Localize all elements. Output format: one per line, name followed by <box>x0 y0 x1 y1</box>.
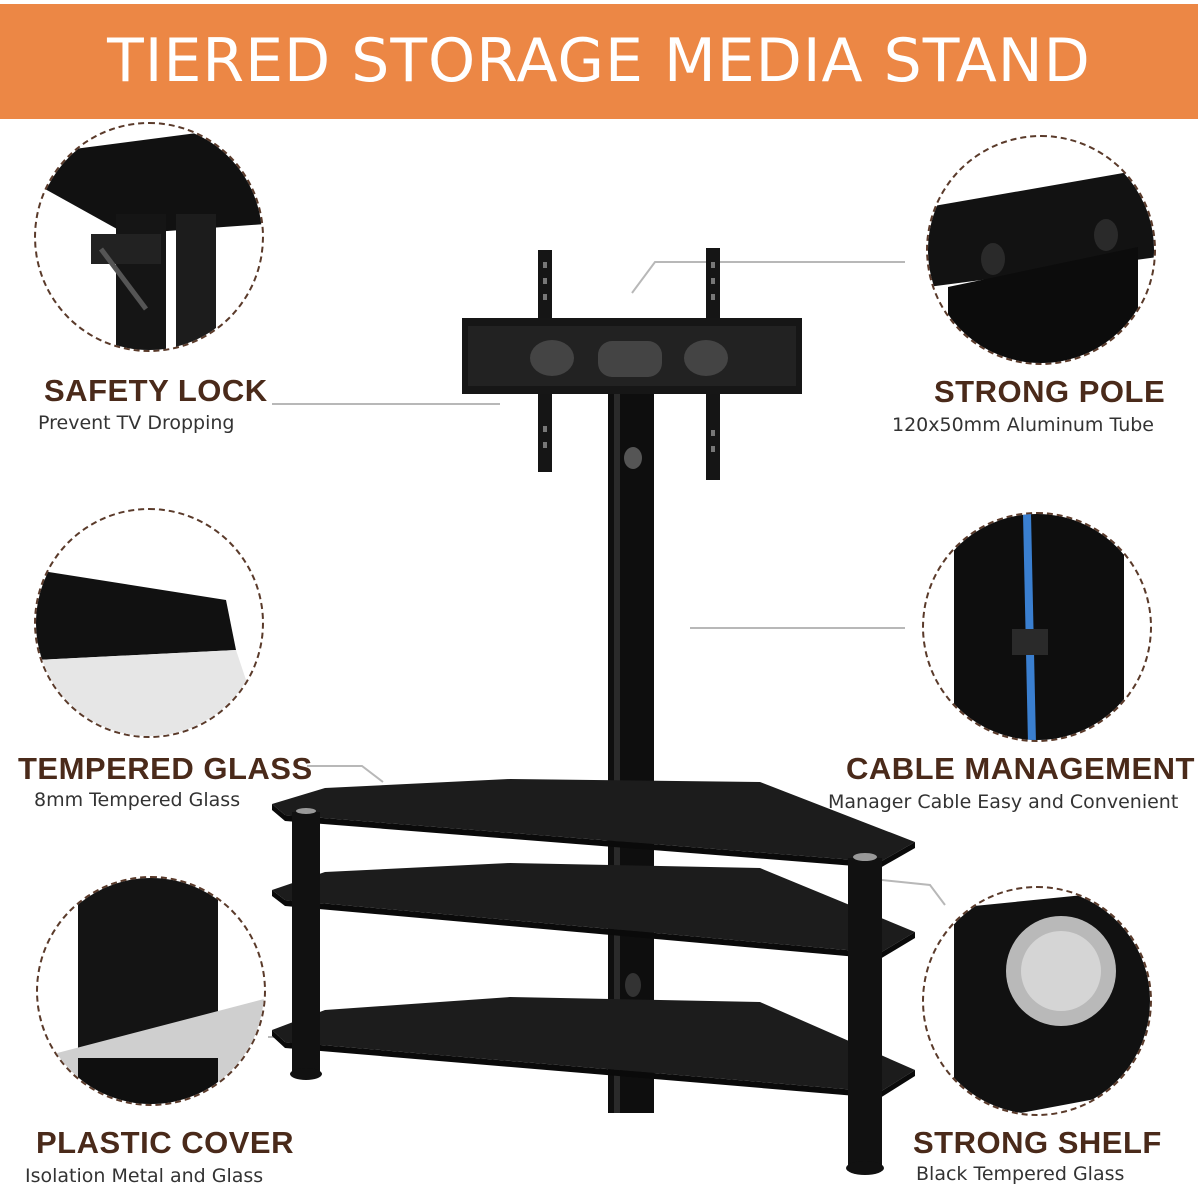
tempered-glass-detail-circle <box>34 508 264 738</box>
plastic-cover-title: PLASTIC COVER <box>36 1125 294 1160</box>
tempered-glass-title: TEMPERED GLASS <box>18 751 313 786</box>
strong-pole-leader-line <box>631 261 905 294</box>
strong-shelf-detail-circle <box>922 886 1152 1116</box>
plastic-cover-subtitle: Isolation Metal and Glass <box>25 1165 264 1187</box>
strong-shelf-title: STRONG SHELF <box>913 1125 1162 1160</box>
plastic-cover-detail-image <box>38 878 264 1104</box>
strong-pole-detail-image <box>928 167 1154 363</box>
safety-lock-title: SAFETY LOCK <box>44 373 268 408</box>
strong-shelf-detail-image <box>954 888 1150 1114</box>
tempered-glass-leader-line <box>307 765 384 783</box>
glass-shelves <box>272 779 915 1098</box>
header-banner: TIERED STORAGE MEDIA STAND <box>0 0 1200 122</box>
strong-shelf-subtitle: Black Tempered Glass <box>916 1163 1125 1185</box>
safety-lock-detail-image <box>36 124 262 350</box>
strong-shelf-leader-line <box>881 879 946 906</box>
banner-background <box>0 4 1198 119</box>
plastic-cover-detail-circle <box>36 876 266 1106</box>
cable-management-subtitle: Manager Cable Easy and Convenient <box>828 791 1179 813</box>
cable-management-detail-circle <box>922 512 1152 742</box>
strong-pole-title: STRONG POLE <box>934 374 1166 409</box>
safety-lock-detail-circle <box>34 122 264 352</box>
tempered-glass-subtitle: 8mm Tempered Glass <box>34 789 241 811</box>
tempered-glass-detail-image <box>36 570 262 736</box>
strong-pole-subtitle: 120x50mm Aluminum Tube <box>892 414 1154 436</box>
cable-management-title: CABLE MANAGEMENT <box>846 751 1195 786</box>
strong-pole-detail-circle <box>926 135 1156 365</box>
cable-management-detail-image <box>954 514 1124 740</box>
banner-title: TIERED STORAGE MEDIA STAND <box>107 26 1091 96</box>
shelf-legs <box>290 808 884 1175</box>
safety-lock-subtitle: Prevent TV Dropping <box>38 412 235 434</box>
